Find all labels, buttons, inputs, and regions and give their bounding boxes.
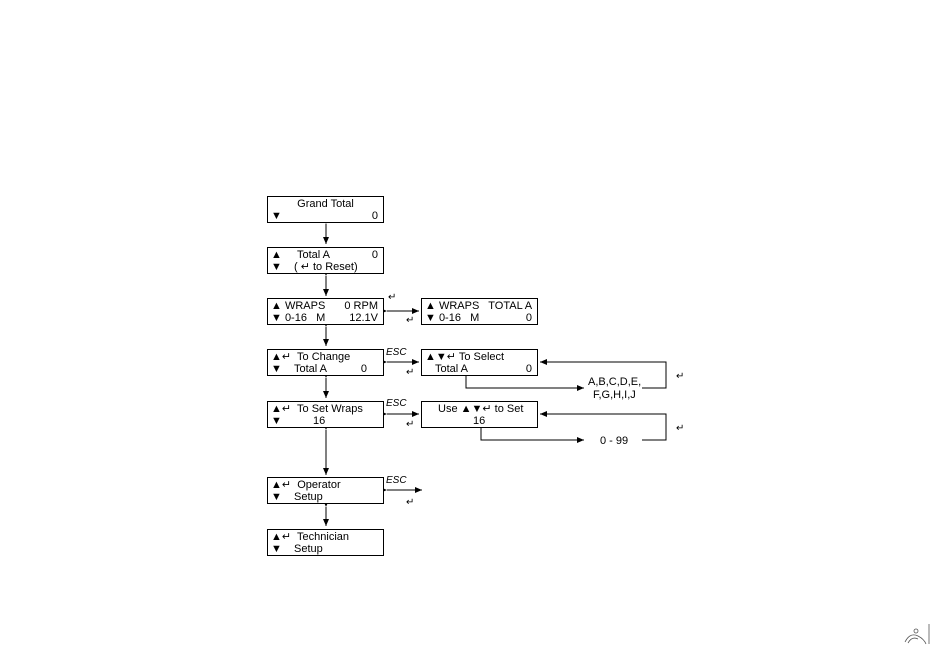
technician-label: Setup bbox=[294, 543, 323, 555]
operator-label: Setup bbox=[294, 491, 323, 503]
total-a-value: 0 bbox=[372, 249, 378, 261]
enter-icon: ↵ bbox=[406, 316, 414, 326]
wraps-total-box: ▲ WRAPS TOTAL A ▼ 0-16 M 0 bbox=[421, 298, 538, 325]
up-arrow-icon: ▲ bbox=[271, 249, 282, 261]
use-to-set-title: Use ▲▼↵ to Set bbox=[438, 403, 523, 415]
wraps-total-range: ▼ 0-16 M bbox=[425, 312, 479, 324]
corner-logo-icon bbox=[902, 622, 932, 646]
use-to-set-box: Use ▲▼↵ to Set 16 bbox=[421, 401, 538, 428]
enter-icon: ↵ bbox=[676, 424, 684, 434]
enter-icon: ↵ bbox=[388, 293, 396, 303]
reset-hint: ( ↵ to Reset) bbox=[294, 261, 358, 273]
to-change-box: ▲↵ To Change ▼ Total A 0 bbox=[267, 349, 384, 376]
down-arrow-icon: ▼ bbox=[271, 363, 282, 375]
select-options-line-1: A,B,C,D,E, bbox=[588, 376, 641, 388]
to-set-wraps-box: ▲↵ To Set Wraps ▼ 16 bbox=[267, 401, 384, 428]
esc-label: ESC bbox=[386, 475, 407, 486]
down-arrow-icon: ▼ bbox=[271, 261, 282, 273]
to-set-wraps-title: ▲↵ To Set Wraps bbox=[271, 403, 363, 415]
to-change-title: ▲↵ To Change bbox=[271, 351, 350, 363]
enter-icon: ↵ bbox=[406, 368, 414, 378]
wraps-range-label: 0 - 99 bbox=[600, 435, 628, 447]
technician-setup-box: ▲↵ Technician ▼ Setup bbox=[267, 529, 384, 556]
wraps-box: ▲ WRAPS 0 RPM ▼ 0-16 M 12.1V bbox=[267, 298, 384, 325]
select-options-arrow bbox=[466, 376, 584, 388]
select-options-line-2: F,G,H,I,J bbox=[593, 389, 636, 401]
total-a-box: ▲ Total A 0 ▼ ( ↵ to Reset) bbox=[267, 247, 384, 274]
to-change-value: 0 bbox=[361, 363, 367, 375]
grand-total-box: Grand Total ▼ 0 bbox=[267, 196, 384, 223]
grand-total-title: Grand Total bbox=[268, 198, 383, 210]
to-set-wraps-value: 16 bbox=[313, 415, 325, 427]
to-select-value: 0 bbox=[526, 363, 532, 375]
to-change-label: Total A bbox=[294, 363, 327, 375]
down-arrow-icon: ▼ bbox=[271, 415, 282, 427]
to-select-label: Total A bbox=[435, 363, 468, 375]
enter-icon: ↵ bbox=[406, 420, 414, 430]
enter-icon: ↵ bbox=[406, 498, 414, 508]
technician-title: ▲↵ Technician bbox=[271, 531, 349, 543]
wraps-total-label: ▲ WRAPS TOTAL A bbox=[425, 300, 532, 312]
esc-label: ESC bbox=[386, 398, 407, 409]
enter-icon: ↵ bbox=[676, 372, 684, 382]
down-arrow-icon: ▼ bbox=[271, 543, 282, 555]
wraps-range: ▼ 0-16 M bbox=[271, 312, 325, 324]
total-a-label: Total A bbox=[297, 249, 330, 261]
wraps-voltage-value: 12.1V bbox=[349, 312, 378, 324]
down-arrow-icon: ▼ bbox=[271, 491, 282, 503]
operator-setup-box: ▲↵ Operator ▼ Setup bbox=[267, 477, 384, 504]
to-select-title: ▲▼↵ To Select bbox=[425, 351, 504, 363]
operator-title: ▲↵ Operator bbox=[271, 479, 341, 491]
grand-total-value: 0 bbox=[372, 210, 378, 222]
range-arrow bbox=[481, 428, 584, 440]
use-to-set-value: 16 bbox=[473, 415, 485, 427]
to-select-box: ▲▼↵ To Select Total A 0 bbox=[421, 349, 538, 376]
wraps-total-value: 0 bbox=[526, 312, 532, 324]
esc-label: ESC bbox=[386, 347, 407, 358]
wraps-rpm-value: 0 RPM bbox=[344, 300, 378, 312]
down-arrow-icon: ▼ bbox=[271, 210, 282, 222]
wraps-label: ▲ WRAPS bbox=[271, 300, 325, 312]
